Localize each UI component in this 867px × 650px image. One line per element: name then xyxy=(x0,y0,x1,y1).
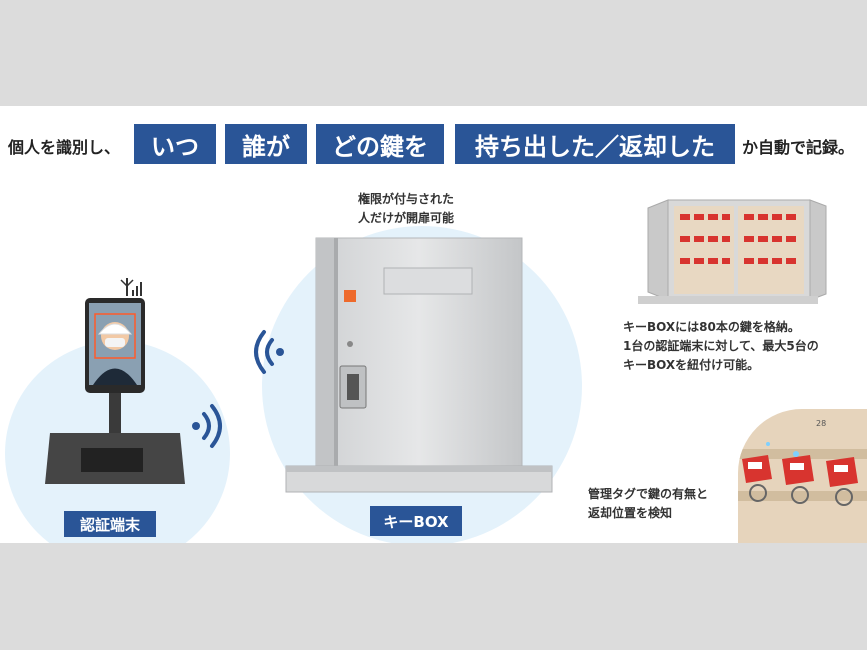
terminal-label: 認証端末 xyxy=(64,511,156,537)
tag-note-line2: 返却位置を検知 xyxy=(588,506,673,520)
headline-chip-action: 持ち出した／返却した xyxy=(455,124,735,164)
capacity-note-line3: キーBOXを紐付け可能。 xyxy=(623,358,760,372)
wireless-signal-icon xyxy=(192,404,222,448)
capacity-note-line2: 1台の認証端末に対して、最大5台の xyxy=(623,339,819,353)
key-tag-closeup-image: 28 xyxy=(738,409,867,543)
authentication-terminal-image xyxy=(45,278,185,484)
headline-prefix: 個人を識別し、 xyxy=(8,138,121,157)
headline-chip-who: 誰が xyxy=(225,124,307,164)
keybox-label: キーBOX xyxy=(370,506,462,536)
headline-suffix: か自動で記録。 xyxy=(742,138,855,157)
capacity-note-line1: キーBOXには80本の鍵を格納。 xyxy=(623,320,800,334)
keybox-access-note: 権限が付与された 人だけが開扉可能 xyxy=(358,190,454,228)
slot-number: 28 xyxy=(816,419,827,428)
open-keybox-image xyxy=(638,199,827,304)
key-tag-note: 管理タグで鍵の有無と 返却位置を検知 xyxy=(588,485,708,523)
keybox-image xyxy=(285,237,553,493)
headline-chip-which-key: どの鍵を xyxy=(316,124,444,164)
headline-chip-when: いつ xyxy=(134,124,216,164)
headline: 個人を識別し、 いつ 誰が どの鍵を 持ち出した／返却した か自動で記録。 xyxy=(0,121,867,167)
keybox-capacity-note: キーBOXには80本の鍵を格納。 1台の認証端末に対して、最大5台の キーBOX… xyxy=(623,318,819,375)
keybox-access-note-line1: 権限が付与された xyxy=(358,192,455,206)
tag-note-line1: 管理タグで鍵の有無と xyxy=(588,487,709,501)
infographic-panel: 個人を識別し、 いつ 誰が どの鍵を 持ち出した／返却した か自動で記録。 xyxy=(0,106,867,543)
signal-antenna-icon xyxy=(120,278,142,296)
wireless-signal-icon xyxy=(254,330,284,374)
keybox-access-note-line2: 人だけが開扉可能 xyxy=(358,211,455,225)
